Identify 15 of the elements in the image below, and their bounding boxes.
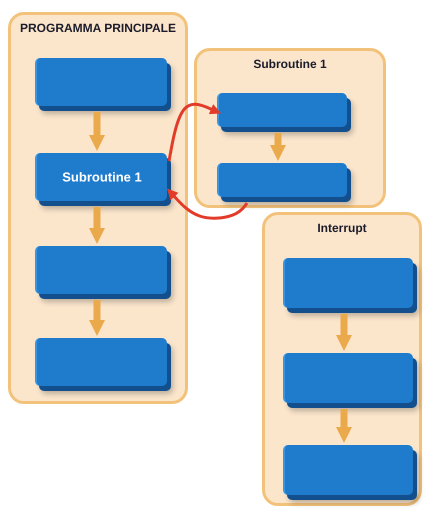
group-panel [8, 12, 188, 404]
group-panel [194, 48, 386, 208]
call-arrow [167, 188, 248, 220]
call-arrow [168, 102, 222, 162]
flow-arrow [89, 300, 105, 336]
flow-arrow [336, 314, 352, 351]
panel-title: PROGRAMMA PRINCIPALE [19, 21, 177, 35]
flow-arrow [89, 112, 105, 151]
panel-title: Subroutine 1 [252, 57, 328, 71]
flow-arrow [89, 207, 105, 244]
group-panel [262, 212, 422, 506]
flow-arrow [336, 409, 352, 443]
panel-title: Interrupt [316, 221, 368, 235]
flow-arrow [270, 133, 286, 161]
box-label: Subroutine 1 [61, 170, 143, 184]
